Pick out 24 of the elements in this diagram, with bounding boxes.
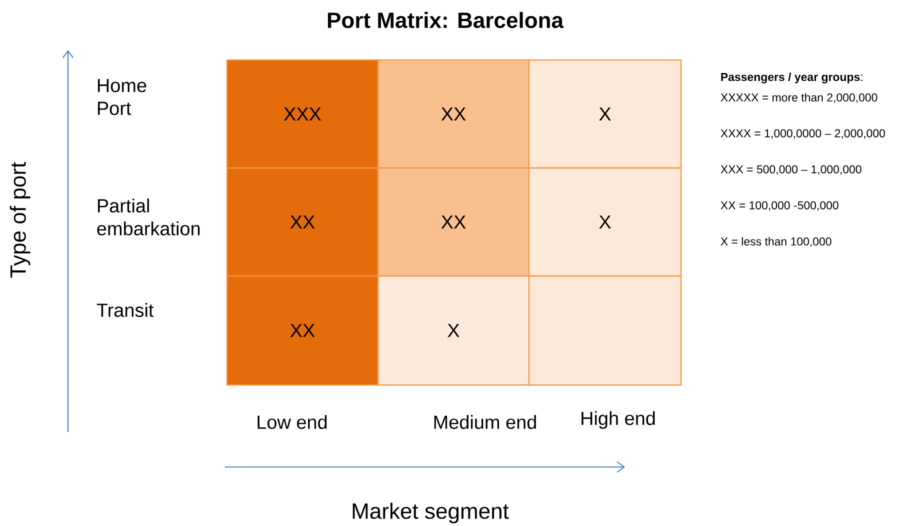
matrix-cell: X — [528, 167, 682, 277]
axis-title: Market segment — [352, 502, 509, 524]
matrix-cell: XX — [226, 167, 379, 277]
column-label: Medium end — [434, 415, 536, 429]
legend-text: XXXX = 1,000,0000 – 2,000,000 — [720, 129, 885, 139]
legend-text: XXXXX = more than 2,000,000 — [720, 93, 878, 103]
column-label: Low end — [258, 415, 327, 429]
column-label: High end — [582, 411, 655, 429]
axis-title: Type of port — [10, 162, 30, 278]
matrix-cell: X — [528, 59, 682, 169]
matrix-cell: XX — [226, 275, 379, 386]
matrix-cell: X — [377, 275, 530, 386]
row-label: Home Port — [98, 78, 146, 116]
row-label: Transit — [96, 303, 154, 317]
legend-text: XX = 100,000 -500,000 — [720, 201, 838, 211]
matrix-cell: XX — [377, 59, 530, 169]
title: Port Matrix: Barcelona — [328, 12, 564, 28]
matrix-cell: XXX — [226, 59, 379, 169]
legend-text: X = less than 100,000 — [720, 237, 832, 247]
legend-text: XXX = 500,000 – 1,000,000 — [720, 165, 862, 175]
matrix-cell — [528, 275, 682, 386]
matrix-cell: XX — [377, 167, 530, 277]
row-label: Partial embarkation — [97, 198, 200, 236]
legend-heading: Passengers / year groups: — [721, 72, 862, 84]
